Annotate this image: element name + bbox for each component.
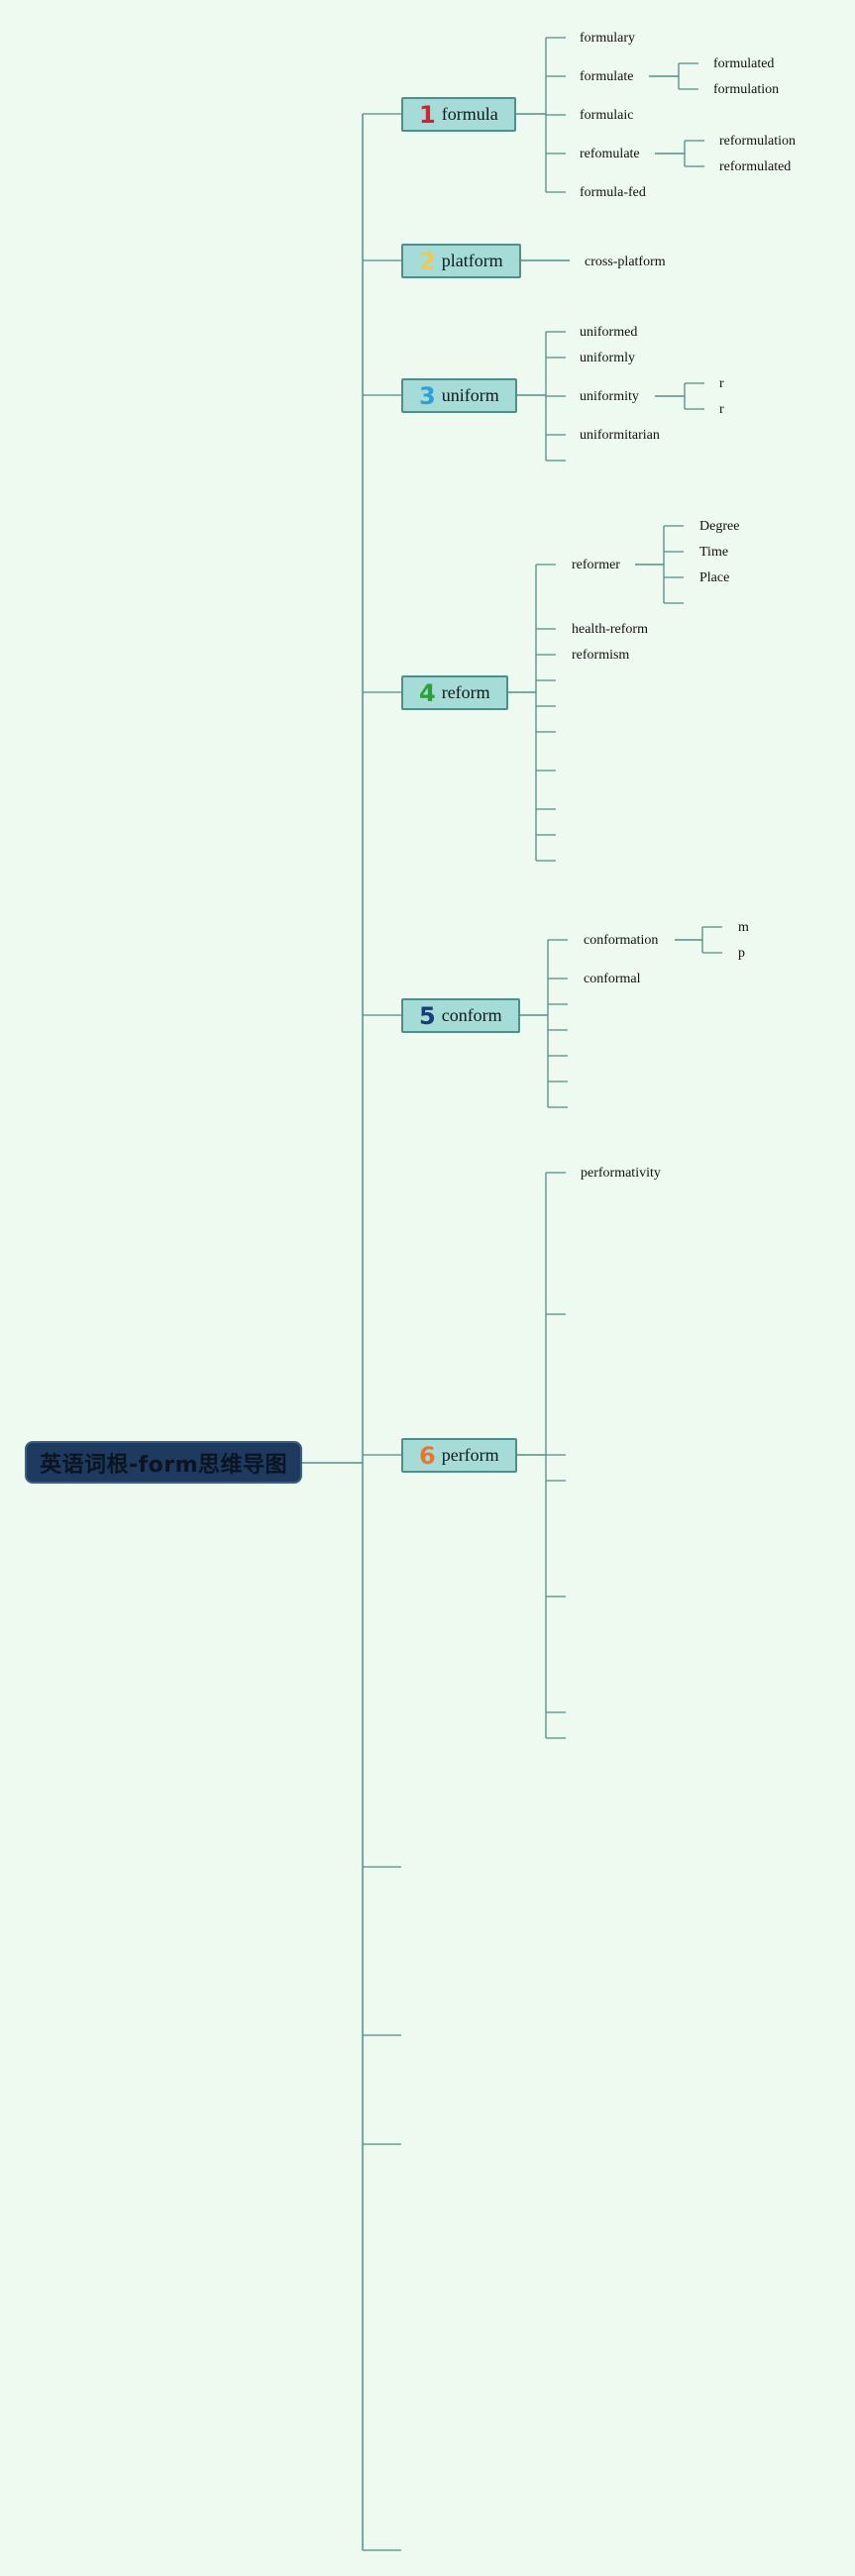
branch-number-1: 1 [419, 100, 436, 129]
leaf-uniformity-r2[interactable]: r [719, 402, 724, 417]
leaf-formulation[interactable]: formulation [713, 82, 780, 97]
leaf-degree[interactable]: Degree [699, 519, 740, 534]
leaf-performativity[interactable]: performativity [581, 1166, 661, 1181]
leaf-reformulated[interactable]: reformulated [719, 159, 792, 174]
leaf-reformer[interactable]: reformer [572, 558, 620, 572]
leaf-conformal[interactable]: conformal [584, 972, 641, 986]
branch-node-conform[interactable]: 5 conform [401, 998, 520, 1033]
leaf-refomulate[interactable]: refomulate [580, 147, 640, 161]
branch-label-reform: reform [441, 682, 490, 702]
branch-number-6: 6 [419, 1441, 436, 1470]
branch-number-2: 2 [419, 247, 436, 275]
leaf-formulated[interactable]: formulated [713, 56, 775, 71]
leaf-health-reform[interactable]: health-reform [572, 622, 648, 637]
leaf-formulaic[interactable]: formulaic [580, 108, 634, 123]
branch-node-platform[interactable]: 2 platform [401, 244, 521, 278]
branch-label-uniform: uniform [441, 385, 499, 405]
leaf-formulary[interactable]: formulary [580, 31, 635, 46]
root-title: 英语词根-form思维导图 [39, 1452, 288, 1478]
branch-label-formula: formula [441, 104, 498, 124]
leaf-reformulation[interactable]: reformulation [719, 134, 796, 149]
branch-node-formula[interactable]: 1 formula [401, 97, 516, 132]
branch-number-5: 5 [419, 1001, 436, 1030]
branch-number-4: 4 [419, 678, 436, 707]
root-node[interactable]: 英语词根-form思维导图 [25, 1441, 302, 1484]
branch-node-uniform[interactable]: 3 uniform [401, 378, 517, 413]
branch-node-perform[interactable]: 6 perform [401, 1438, 517, 1473]
leaf-uniformly[interactable]: uniformly [580, 351, 635, 365]
leaf-formula-fed[interactable]: formula-fed [580, 185, 646, 200]
branch-number-3: 3 [419, 381, 436, 410]
leaf-uniformity-r1[interactable]: r [719, 376, 724, 391]
branch-label-perform: perform [441, 1445, 499, 1465]
leaf-uniformitarian[interactable]: uniformitarian [580, 428, 660, 443]
leaf-conformation-m[interactable]: m [738, 920, 749, 935]
branch-label-platform: platform [441, 251, 503, 270]
leaf-cross-platform[interactable]: cross-platform [585, 255, 666, 269]
leaf-time[interactable]: Time [699, 545, 729, 560]
branch-label-conform: conform [441, 1005, 502, 1025]
leaf-formulate[interactable]: formulate [580, 69, 634, 84]
leaf-uniformed[interactable]: uniformed [580, 325, 638, 340]
leaf-reformism[interactable]: reformism [572, 648, 630, 663]
leaf-uniformity[interactable]: uniformity [580, 389, 639, 404]
leaf-conformation-p[interactable]: p [738, 946, 745, 961]
leaf-conformation[interactable]: conformation [584, 933, 659, 948]
branch-node-reform[interactable]: 4 reform [401, 675, 508, 710]
leaf-place[interactable]: Place [699, 570, 730, 585]
